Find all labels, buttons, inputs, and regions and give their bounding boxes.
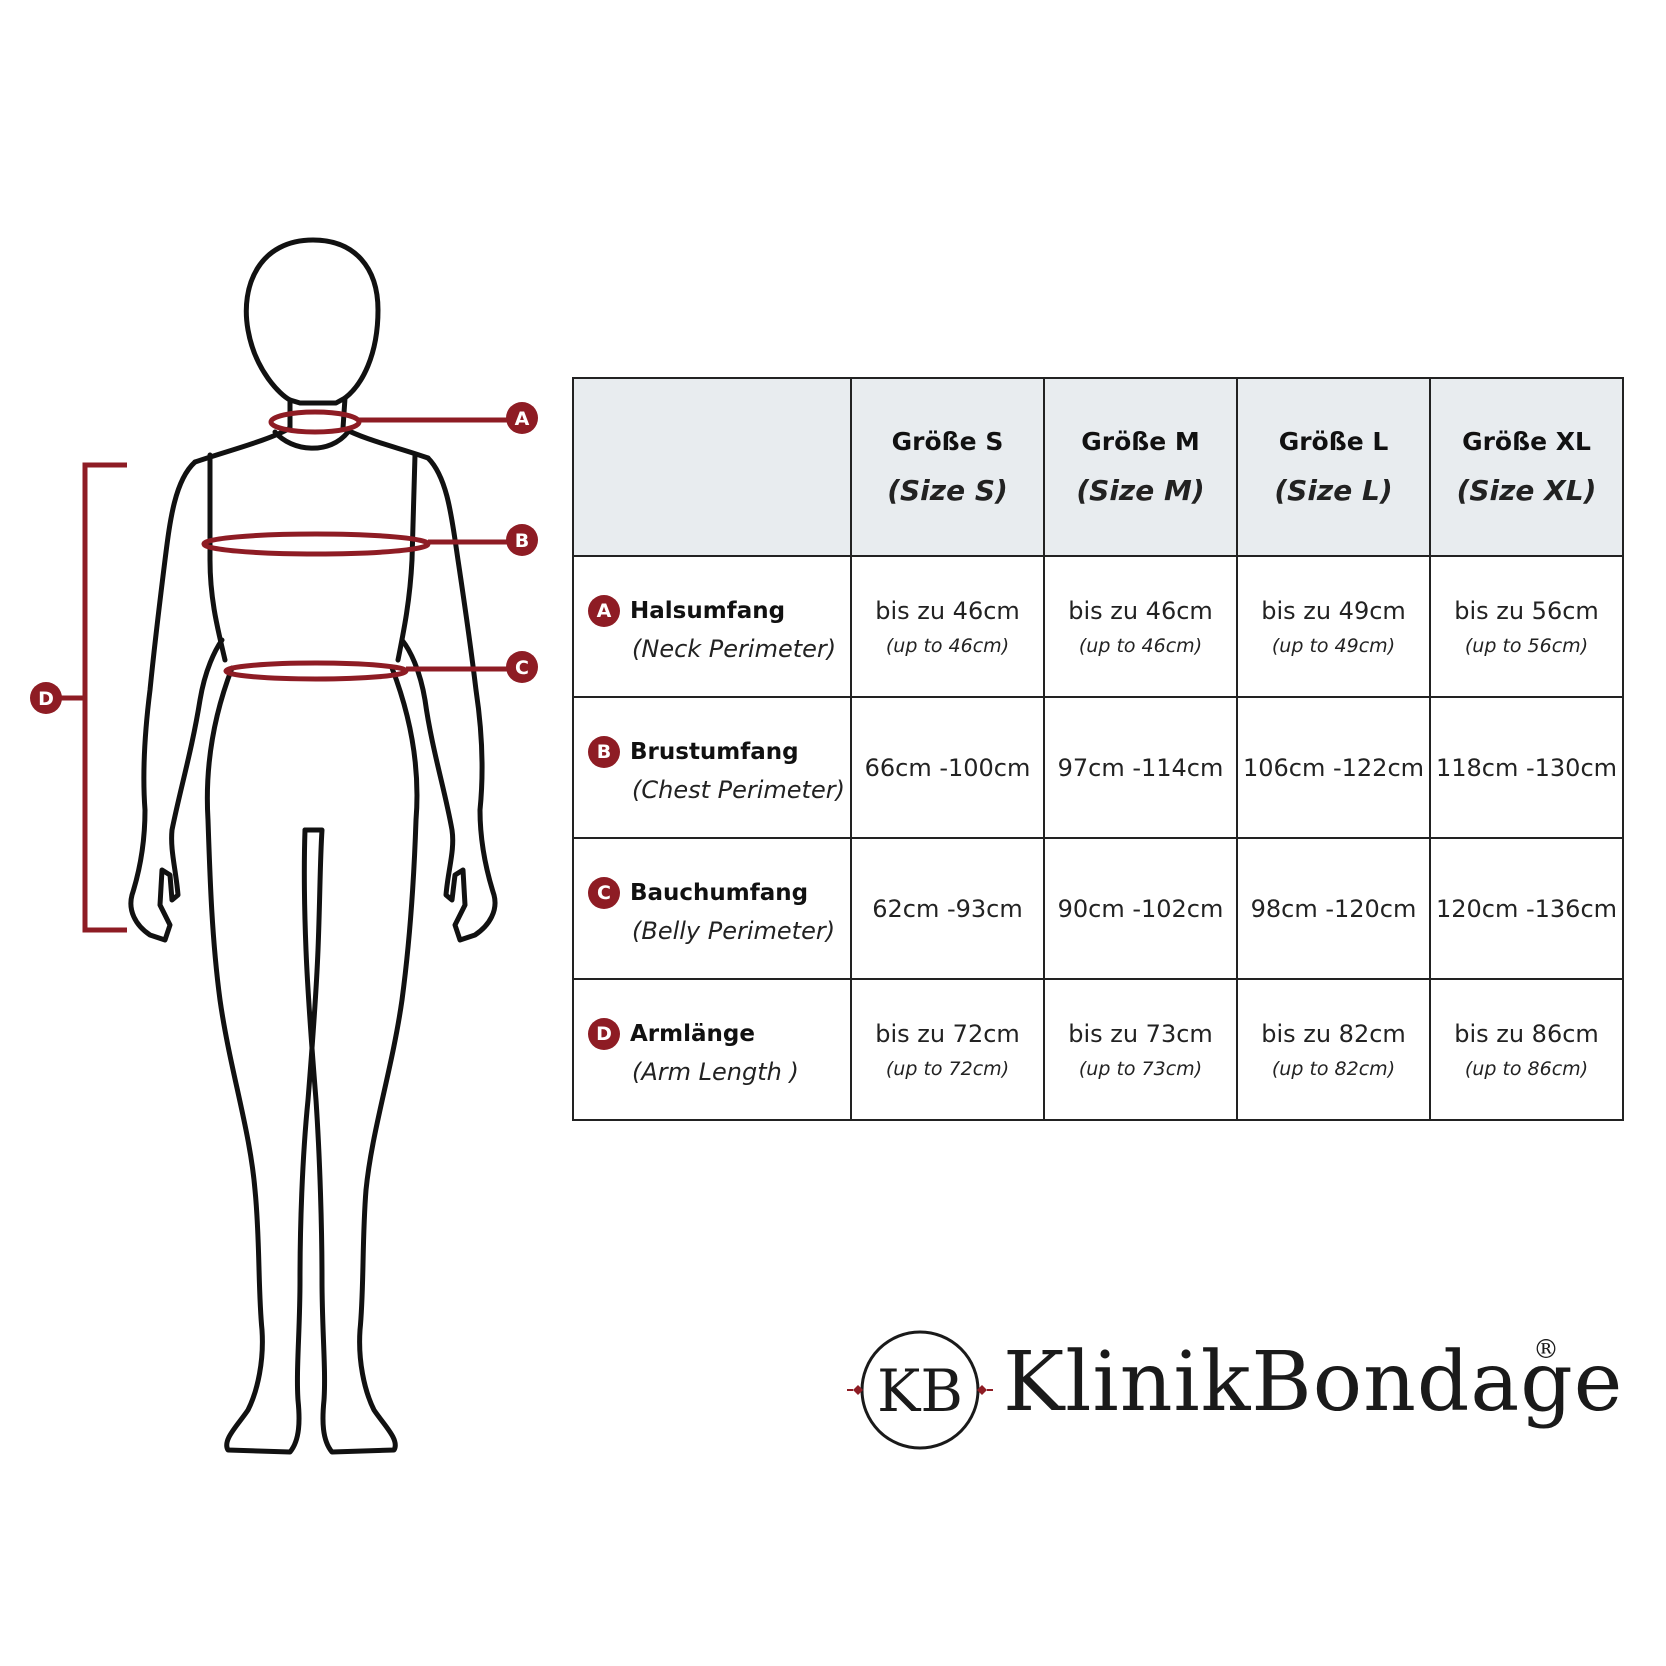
row-label: Brustumfang <box>630 739 799 765</box>
marker-d: D <box>30 682 62 714</box>
table-cell: 98cm -120cm <box>1236 837 1431 980</box>
cell-value: 62cm -93cm <box>872 894 1023 923</box>
row-sublabel: (Arm Length ) <box>632 1058 799 1086</box>
table-cell: bis zu 72cm (up to 72cm) <box>850 978 1045 1121</box>
cell-value: bis zu 56cm <box>1454 596 1599 625</box>
brand-logo: KB KlinikBondage ® <box>845 1325 1622 1455</box>
table-cell: bis zu 46cm (up to 46cm) <box>850 555 1045 698</box>
header-size-xl: Größe XL (Size XL) <box>1429 377 1624 557</box>
cell-value: 118cm -130cm <box>1435 753 1618 782</box>
cell-value: 98cm -120cm <box>1250 894 1417 923</box>
cell-subvalue: (up to 56cm) <box>1464 634 1589 657</box>
header-label: Größe XL <box>1462 427 1591 456</box>
row-label: Bauchumfang <box>630 880 809 906</box>
row-sublabel: (Belly Perimeter) <box>632 917 836 945</box>
table-cell: 90cm -102cm <box>1043 837 1238 980</box>
table-cell: bis zu 73cm (up to 73cm) <box>1043 978 1238 1121</box>
row-label: Halsumfang <box>630 598 786 624</box>
row-header-arm: D Armlänge (Arm Length ) <box>572 978 852 1121</box>
measurement-guides <box>60 409 510 933</box>
header-sublabel: (Size XL) <box>1456 474 1597 507</box>
table-cell: 66cm -100cm <box>850 696 1045 839</box>
cell-value: 97cm -114cm <box>1057 753 1224 782</box>
cell-subvalue: (up to 46cm) <box>885 634 1010 657</box>
cell-value: bis zu 46cm <box>875 596 1020 625</box>
cell-value: bis zu 82cm <box>1261 1019 1406 1048</box>
table-cell: 97cm -114cm <box>1043 696 1238 839</box>
row-label: Armlänge <box>630 1021 755 1047</box>
row-marker-badge: A <box>588 595 620 627</box>
marker-b-label: B <box>515 530 529 552</box>
header-label: Größe M <box>1081 427 1200 456</box>
chest-ring <box>201 531 431 557</box>
row-sublabel: (Chest Perimeter) <box>632 776 845 804</box>
belly-ring <box>223 660 409 682</box>
size-chart-table: Größe S (Size S) Größe M (Size M) Größe … <box>572 377 1624 1121</box>
row-header-belly: C Bauchumfang (Belly Perimeter) <box>572 837 852 980</box>
body-measurement-figure: A B C D <box>30 237 538 1455</box>
header-size-m: Größe M (Size M) <box>1043 377 1238 557</box>
table-cell: bis zu 49cm (up to 49cm) <box>1236 555 1431 698</box>
cell-value: 66cm -100cm <box>864 753 1031 782</box>
table-row-arm: D Armlänge (Arm Length ) bis zu 72cm (up t… <box>572 978 1624 1121</box>
cell-value: 120cm -136cm <box>1435 894 1618 923</box>
table-cell: bis zu 46cm (up to 46cm) <box>1043 555 1238 698</box>
cell-value: bis zu 73cm <box>1068 1019 1213 1048</box>
cell-subvalue: (up to 82cm) <box>1271 1057 1396 1080</box>
row-sublabel: (Neck Perimeter) <box>632 635 837 663</box>
header-label: Größe S <box>891 427 1004 456</box>
marker-a: A <box>506 402 538 434</box>
table-cell: 106cm -122cm <box>1236 696 1431 839</box>
registered-mark: ® <box>1533 1335 1559 1365</box>
table-header-row: Größe S (Size S) Größe M (Size M) Größe … <box>572 377 1624 557</box>
body-outline <box>128 237 498 1455</box>
monogram-text: KB <box>877 1357 963 1425</box>
header-size-s: Größe S (Size S) <box>850 377 1045 557</box>
cell-subvalue: (up to 49cm) <box>1271 634 1396 657</box>
table-row-belly: C Bauchumfang (Belly Perimeter) 62cm -93c… <box>572 837 1624 980</box>
header-label: Größe L <box>1278 427 1389 456</box>
row-header-chest: B Brustumfang (Chest Perimeter) <box>572 696 852 839</box>
monogram-emblem: KB <box>847 1330 993 1450</box>
row-header-neck: A Halsumfang (Neck Perimeter) <box>572 555 852 698</box>
arm-length-bracket <box>82 462 127 933</box>
cell-subvalue: (up to 86cm) <box>1464 1057 1589 1080</box>
row-marker-badge: B <box>588 736 620 768</box>
table-cell: bis zu 82cm (up to 82cm) <box>1236 978 1431 1121</box>
row-marker-badge: C <box>588 877 620 909</box>
table-row-neck: A Halsumfang (Neck Perimeter) bis zu 46cm… <box>572 555 1624 698</box>
header-size-l: Größe L (Size L) <box>1236 377 1431 557</box>
cell-value: 106cm -122cm <box>1242 753 1425 782</box>
header-sublabel: (Size L) <box>1274 474 1393 507</box>
brand-name: KlinikBondage <box>1003 1335 1624 1430</box>
cell-subvalue: (up to 73cm) <box>1078 1057 1203 1080</box>
cell-value: bis zu 72cm <box>875 1019 1020 1048</box>
marker-d-label: D <box>38 688 54 710</box>
row-marker-badge: D <box>588 1018 620 1050</box>
header-sublabel: (Size M) <box>1076 474 1205 507</box>
cell-value: bis zu 49cm <box>1261 596 1406 625</box>
marker-c: C <box>506 651 538 683</box>
header-sublabel: (Size S) <box>887 474 1008 507</box>
header-empty-cell <box>572 377 852 557</box>
marker-a-label: A <box>515 408 530 430</box>
table-cell: 120cm -136cm <box>1429 837 1624 980</box>
table-cell: 62cm -93cm <box>850 837 1045 980</box>
marker-b: B <box>506 524 538 556</box>
table-cell: 118cm -130cm <box>1429 696 1624 839</box>
cell-subvalue: (up to 46cm) <box>1078 634 1203 657</box>
table-cell: bis zu 56cm (up to 56cm) <box>1429 555 1624 698</box>
cell-value: 90cm -102cm <box>1057 894 1224 923</box>
cell-subvalue: (up to 72cm) <box>885 1057 1010 1080</box>
cell-value: bis zu 46cm <box>1068 596 1213 625</box>
cell-value: bis zu 86cm <box>1454 1019 1599 1048</box>
table-cell: bis zu 86cm (up to 86cm) <box>1429 978 1624 1121</box>
table-row-chest: B Brustumfang (Chest Perimeter) 66cm -100… <box>572 696 1624 839</box>
marker-c-label: C <box>515 657 529 679</box>
